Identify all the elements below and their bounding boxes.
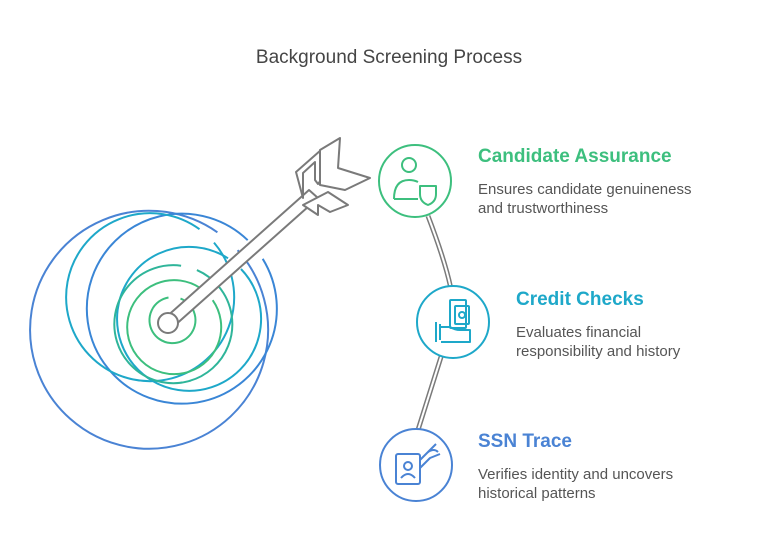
target-ring-7 <box>148 296 197 345</box>
description-line: and trustworthiness <box>478 200 609 217</box>
description-line: Verifies identity and uncovers <box>478 466 674 483</box>
arrow-tip <box>157 312 179 334</box>
credit-checks-node <box>416 285 490 359</box>
diagram-title: Background Screening Process <box>255 47 523 68</box>
description-line: responsibility and history <box>516 343 681 360</box>
arrow-fletching <box>319 137 371 191</box>
id-card-hand-icon <box>395 443 441 485</box>
target-icon <box>29 209 278 450</box>
arrow-shaft <box>163 189 319 328</box>
description-line: historical patterns <box>478 485 596 502</box>
target-ring-3 <box>65 212 236 383</box>
credit-checks-title: Credit Checks <box>516 289 644 310</box>
ssn-trace-title: SSN Trace <box>478 431 572 452</box>
candidate-assurance-node <box>378 144 452 218</box>
arrow-fletching <box>302 191 349 216</box>
description-line: Ensures candidate genuineness <box>478 181 692 198</box>
user-shield-icon <box>393 157 437 206</box>
arrow-icon <box>157 137 371 334</box>
candidate-assurance-title: Candidate Assurance <box>478 146 672 167</box>
target-ring-5 <box>113 264 234 385</box>
target-ring-6 <box>126 279 223 376</box>
candidate-assurance-description: Ensures candidate genuineness and trustw… <box>478 180 718 218</box>
hand-cash-icon <box>435 299 471 343</box>
ssn-trace-description: Verifies identity and uncovers historica… <box>478 465 718 503</box>
description-line: Evaluates financial <box>516 324 642 341</box>
ssn-trace-node <box>379 428 453 502</box>
credit-checks-description: Evaluates financial responsibility and h… <box>516 323 756 361</box>
